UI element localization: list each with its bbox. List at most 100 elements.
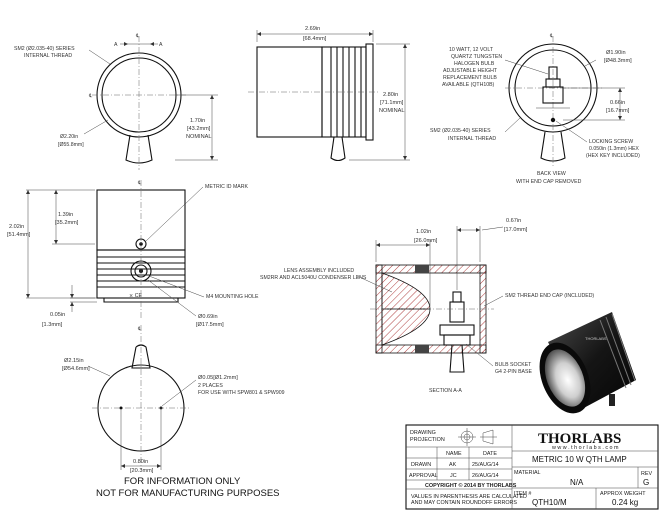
offset-label-mm: [16.7mm] bbox=[606, 108, 630, 114]
svg-text:℄: ℄ bbox=[137, 326, 142, 332]
holes-label-2: 2 PLACES bbox=[198, 383, 223, 389]
bulb-label-2: QUARTZ TUNGSTEN bbox=[451, 54, 502, 60]
offset-label: 0.66in bbox=[610, 100, 625, 106]
svg-text:℄: ℄ bbox=[137, 180, 142, 186]
length-label-mm: [71.1mm] bbox=[380, 100, 404, 106]
height-label: 1.70in bbox=[190, 118, 205, 124]
mounting-hole-label: M4 MOUNTING HOLE bbox=[206, 294, 259, 300]
bottom-gap-label: 0.05in bbox=[50, 312, 65, 318]
length-label: 2.80in bbox=[383, 92, 398, 98]
bulb-label-5: REPLACEMENT BULB bbox=[443, 75, 497, 81]
title-block: DRAWING PROJECTION THORLABS w w w . t h … bbox=[405, 424, 659, 510]
screw-label-3: (HEX KEY INCLUDED) bbox=[586, 153, 640, 159]
spacing-label-mm: [20.3mm] bbox=[130, 468, 154, 474]
back-diameter-label: Ø1.90in bbox=[606, 50, 626, 56]
front-height-upper: 1.39in bbox=[58, 212, 73, 218]
section-dim-b: 0.67in bbox=[506, 218, 521, 224]
socket-label-1: BULB SOCKET bbox=[495, 362, 532, 368]
approval-label: APPROVAL bbox=[409, 473, 438, 479]
section-view: 1.02in [26.0mm] 0.67in [17.0mm] LENS ASS… bbox=[260, 218, 594, 394]
bottom-gap-mm: [1.3mm] bbox=[42, 322, 63, 328]
back-view-caption-2: WITH END CAP REMOVED bbox=[516, 179, 582, 185]
back-thread-label-1: SM2 (Ø2.035-40) SERIES bbox=[430, 128, 491, 134]
drawn-name: AK bbox=[449, 462, 457, 468]
height-label-nominal: NOMINAL bbox=[186, 134, 212, 140]
section-dim-b-mm: [17.0mm] bbox=[504, 227, 528, 233]
material-value: N/A bbox=[570, 478, 584, 487]
drawn-date: 25/AUG/14 bbox=[472, 462, 499, 468]
thorlabs-logo: THORLABS bbox=[538, 431, 621, 447]
spacing-label: 0.80in bbox=[133, 459, 148, 465]
svg-text:℄: ℄ bbox=[549, 33, 554, 39]
notice-line1: FOR INFORMATION ONLY bbox=[124, 476, 241, 487]
notice-line2: NOT FOR MANUFACTURING PURPOSES bbox=[96, 488, 280, 499]
back-diameter-mm: [Ø48.3mm] bbox=[604, 58, 632, 64]
section-mark-a-right: A bbox=[159, 42, 163, 48]
screw-label-1: LOCKING SCREW bbox=[589, 139, 633, 145]
thread-label-line2: INTERNAL THREAD bbox=[24, 53, 72, 59]
thread-label-line1: SM2 (Ø2.035-40) SERIES bbox=[14, 46, 75, 52]
item-value: QTH10/M bbox=[532, 498, 567, 507]
top-left-view: A A ℄ ℄ SM2 (Ø2.035-40) SERIES INTERNAL … bbox=[14, 33, 218, 170]
values-note-1: VALUES IN PARENTHESIS ARE CALCULATED bbox=[411, 494, 527, 500]
projection-label-1: DRAWING bbox=[410, 430, 436, 436]
ce-mark: ⨯ CE bbox=[129, 293, 143, 299]
bulb-label-3: HALOGEN BULB bbox=[454, 61, 495, 67]
front-height-upper-mm: [35.2mm] bbox=[55, 220, 79, 226]
approval-date: 26/AUG/14 bbox=[472, 473, 499, 479]
width-label: 2.69in bbox=[305, 26, 320, 32]
product-photo: THORLABS bbox=[539, 312, 636, 414]
approval-name: JC bbox=[450, 473, 457, 479]
drawn-label: DRAWN bbox=[411, 462, 431, 468]
diameter-label: Ø2.20in bbox=[60, 134, 78, 140]
holes-label-1: Ø0.05[Ø1.2mm] bbox=[198, 375, 238, 381]
socket-label-2: G4 2-PIN BASE bbox=[495, 369, 532, 375]
metric-mark-label: METRIC ID MARK bbox=[205, 184, 248, 190]
weight-value: 0.24 kg bbox=[612, 498, 638, 507]
thorlabs-website: w w w . t h o r l a b s . c o m bbox=[551, 445, 619, 451]
section-dim-a-mm: [26.0mm] bbox=[414, 238, 438, 244]
front-height-total: 2.02in bbox=[9, 224, 24, 230]
date-header: DATE bbox=[483, 451, 497, 457]
top-middle-view: 2.69in [68.4mm] 2.80in [71.1mm] NOMINAL bbox=[248, 26, 410, 162]
front-height-total-mm: [51.4mm] bbox=[7, 232, 31, 238]
back-view-caption-1: BACK VIEW bbox=[537, 171, 566, 177]
screw-label-2: 0.050in (1.3mm) HEX bbox=[589, 146, 639, 152]
section-mark-a-left: A bbox=[114, 42, 118, 48]
svg-text:℄: ℄ bbox=[88, 93, 93, 99]
notice: FOR INFORMATION ONLY NOT FOR MANUFACTURI… bbox=[96, 476, 280, 499]
projection-label-2: PROJECTION bbox=[410, 437, 445, 443]
lens-label-1: LENS ASSEMBLY INCLUDED bbox=[284, 268, 354, 274]
bottom-diameter-label: Ø2.15in bbox=[64, 358, 84, 364]
rev-label: REV bbox=[641, 471, 652, 477]
bulb-label-6: AVAILABLE (QTH10B) bbox=[442, 82, 495, 88]
bulb-label-4: ADJUSTABLE HEIGHT bbox=[443, 68, 498, 74]
weight-label: APPROX WEIGHT bbox=[600, 491, 646, 497]
item-label: ITEM # bbox=[514, 491, 531, 497]
photo-logo: THORLABS bbox=[585, 336, 607, 341]
material-label: MATERIAL bbox=[514, 470, 541, 476]
values-note-2: AND MAY CONTAIN ROUNDOFF ERRORS bbox=[411, 500, 517, 506]
back-thread-label-2: INTERNAL THREAD bbox=[448, 136, 496, 142]
drawing-title: METRIC 10 W QTH LAMP bbox=[532, 455, 627, 464]
endcap-label: SM2 THREAD END CAP (INCLUDED) bbox=[505, 293, 594, 299]
hole-diameter-label: Ø0.69in bbox=[198, 314, 218, 320]
holes-label-3: FOR USE WITH SPW801 & SPW909 bbox=[198, 390, 285, 396]
rev-value: G bbox=[643, 478, 649, 487]
height-label-mm: [43.2mm] bbox=[187, 126, 211, 132]
section-dim-a: 1.02in bbox=[416, 229, 431, 235]
copyright: COPYRIGHT © 2014 BY THORLABS bbox=[425, 482, 517, 489]
front-view: ⨯ CE ℄ METRIC ID MARK 2.02in [51.4mm] 1.… bbox=[7, 180, 259, 328]
back-view: ℄ 10 WATT, 12 VOLT QUARTZ TUNGSTEN HALOG… bbox=[430, 33, 640, 185]
bulb-label-1: 10 WATT, 12 VOLT bbox=[449, 47, 494, 53]
diameter-label-mm: [Ø55.8mm] bbox=[58, 142, 84, 148]
section-caption: SECTION A-A bbox=[429, 388, 462, 394]
hole-diameter-mm: [Ø17.5mm] bbox=[196, 322, 224, 328]
length-label-nominal: NOMINAL bbox=[379, 108, 405, 114]
bottom-diameter-mm: [Ø54.6mm] bbox=[62, 366, 90, 372]
lens-label-2: SM2RR AND ACL5040U CONDENSER LENS bbox=[260, 275, 367, 281]
name-header: NAME bbox=[446, 451, 462, 457]
width-label-mm: [68.4mm] bbox=[303, 36, 327, 42]
svg-text:℄: ℄ bbox=[135, 33, 140, 39]
